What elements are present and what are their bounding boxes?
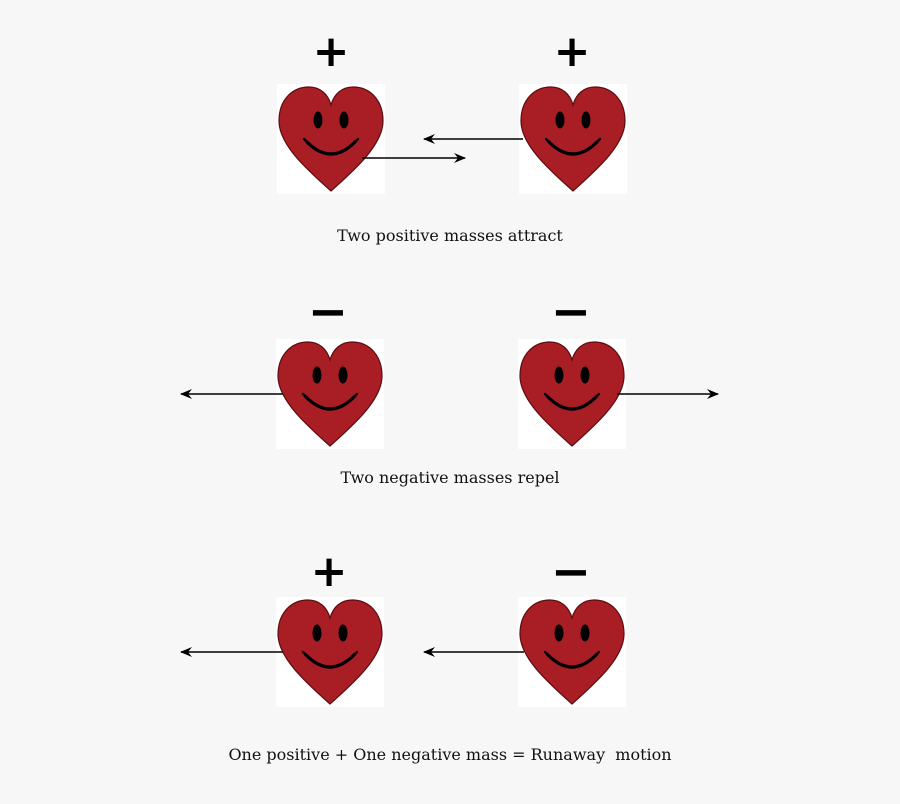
caption-repel: Two negative masses repel: [340, 468, 560, 487]
right-mass-sign: −: [551, 284, 591, 340]
left-mass-sign: −: [308, 284, 348, 340]
smiling-heart-icon: [274, 337, 386, 451]
caption-runaway: One positive + One negative mass = Runaw…: [228, 745, 672, 764]
smiling-heart-icon: [516, 595, 628, 709]
left-mass-sign: +: [311, 546, 348, 597]
caption-attract: Two positive masses attract: [337, 226, 563, 245]
row-1: + +: [275, 26, 629, 196]
left-mass-sign: +: [313, 26, 350, 77]
smiling-heart-icon: [274, 595, 386, 709]
right-mass-sign: +: [554, 26, 591, 77]
right-mass-sign: −: [551, 544, 591, 600]
smiling-heart-icon: [517, 82, 629, 196]
row-3: + −: [180, 544, 628, 709]
smiling-heart-icon: [275, 82, 387, 196]
row-2: − −: [180, 284, 719, 451]
smiling-heart-icon: [516, 337, 628, 451]
